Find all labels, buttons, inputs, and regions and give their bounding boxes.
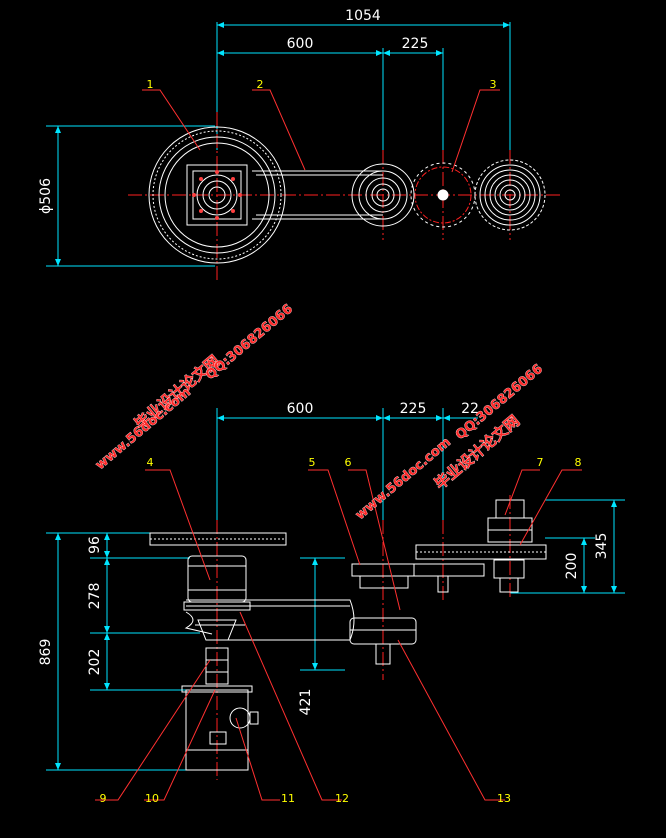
dim-600-side: 600 [287, 401, 314, 417]
callout-9: 9 [100, 792, 107, 805]
dim-96: 96 [87, 536, 103, 554]
dim-202: 202 [87, 649, 103, 676]
callout-4: 4 [147, 456, 154, 469]
callout-13: 13 [497, 792, 511, 805]
callout-2: 2 [257, 78, 264, 91]
dim-869: 869 [38, 639, 54, 666]
gear-reducer-side [181, 685, 259, 771]
callout-8: 8 [575, 456, 582, 469]
gear-pair-side [413, 544, 547, 593]
side-dimension-lines [55, 415, 617, 770]
belt-top [252, 170, 383, 220]
top-dimension-lines [55, 22, 510, 266]
dim-diameter-506: ϕ506 [38, 178, 54, 214]
callout-10: 10 [145, 792, 159, 805]
dim-225-side: 225 [400, 401, 427, 417]
callout-5: 5 [309, 456, 316, 469]
side-view: 600 225 22 96 278 202 869 421 200 345 [38, 401, 625, 805]
callout-12: 12 [335, 792, 349, 805]
driven-pulley-side [349, 563, 417, 665]
top-leader-lines [142, 89, 500, 173]
dim-600-top: 600 [287, 36, 314, 52]
top-extension-lines [46, 22, 511, 267]
side-centerlines [216, 495, 511, 780]
pulley-bolt-holes [192, 170, 242, 220]
dim-225-top: 225 [402, 36, 429, 52]
side-leader-lines-top [145, 469, 582, 611]
output-shaft-side [487, 499, 533, 593]
dim-278: 278 [87, 583, 103, 610]
callout-11: 11 [281, 792, 295, 805]
dim-1054: 1054 [345, 8, 381, 24]
large-pulley-side [149, 532, 287, 611]
small-pulley-top [351, 163, 415, 227]
side-leader-lines-bottom [95, 611, 505, 801]
watermarks: 毕业设计论文网 www.56doc.com QQ:306826066 www.5… [93, 301, 547, 523]
gear-2-top [474, 159, 546, 231]
watermark-url-1: www.56doc.com [93, 385, 194, 473]
callout-7: 7 [537, 456, 544, 469]
dim-22-side: 22 [461, 401, 479, 417]
callout-6: 6 [345, 456, 352, 469]
dim-345: 345 [594, 533, 610, 560]
dim-421: 421 [298, 689, 314, 716]
dim-200: 200 [564, 553, 580, 580]
gear-top [410, 162, 476, 228]
callout-1: 1 [147, 78, 154, 91]
watermark-qq-1: QQ:306826066 [203, 302, 296, 383]
callout-3: 3 [490, 78, 497, 91]
top-view: 1054 600 225 ϕ506 [38, 8, 560, 282]
